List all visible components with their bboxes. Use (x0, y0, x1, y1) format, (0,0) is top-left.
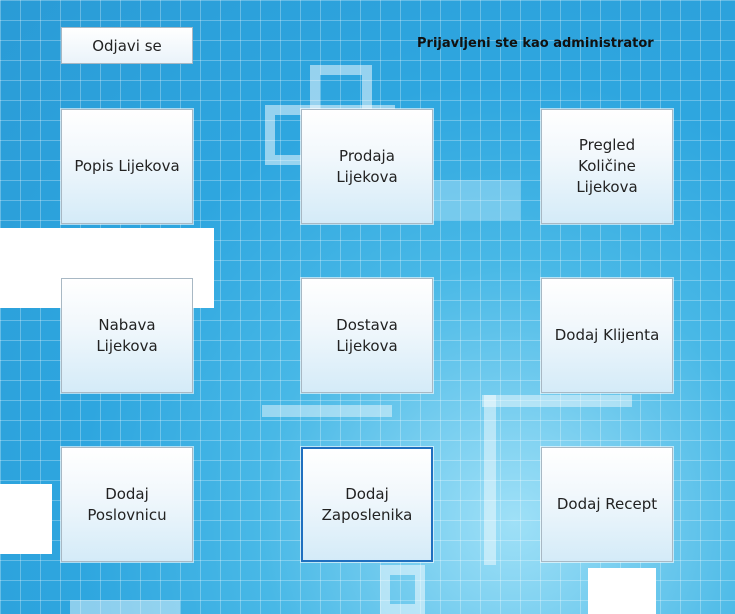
dodaj-klijenta-button[interactable]: Dodaj Klijenta (541, 278, 673, 393)
dodaj-poslovnicu-label: Dodaj Poslovnicu (87, 484, 167, 524)
bg-bar-right (482, 395, 632, 407)
login-status-text: Prijavljeni ste kao administrator (417, 36, 654, 51)
bg-bar-bottom-left (70, 600, 180, 614)
popis-lijekova-label: Popis Lijekova (74, 157, 180, 175)
dodaj-recept-button[interactable]: Dodaj Recept (541, 447, 673, 562)
bg-white-block-bottom (588, 568, 656, 614)
popis-lijekova-button[interactable]: Popis Lijekova (61, 109, 193, 224)
dodaj-recept-label: Dodaj Recept (556, 495, 658, 513)
dodaj-poslovnicu-button[interactable]: Dodaj Poslovnicu (61, 447, 193, 562)
dodaj-zaposlenika-label: Dodaj Zaposlenika (321, 484, 413, 524)
nabava-lijekova-label: Nabava Lijekova (96, 315, 158, 355)
bg-white-block-small (0, 484, 52, 554)
bg-bar-vertical (484, 395, 496, 565)
prodaja-lijekova-label: Prodaja Lijekova (336, 146, 398, 186)
dodaj-klijenta-label: Dodaj Klijenta (554, 326, 660, 344)
prodaja-lijekova-button[interactable]: Prodaja Lijekova (301, 109, 433, 224)
dodaj-zaposlenika-button[interactable]: Dodaj Zaposlenika (301, 447, 433, 562)
logout-button[interactable]: Odjavi se (61, 27, 193, 64)
dostava-lijekova-button[interactable]: Dostava Lijekova (301, 278, 433, 393)
pregled-kolicine-label: Pregled Količine Lijekova (576, 136, 638, 196)
dostava-lijekova-label: Dostava Lijekova (336, 315, 398, 355)
nabava-lijekova-button[interactable]: Nabava Lijekova (61, 278, 193, 393)
bg-frame-bottom (380, 565, 425, 614)
pregled-kolicine-button[interactable]: Pregled Količine Lijekova (541, 109, 673, 224)
bg-bar-mid (262, 405, 392, 417)
